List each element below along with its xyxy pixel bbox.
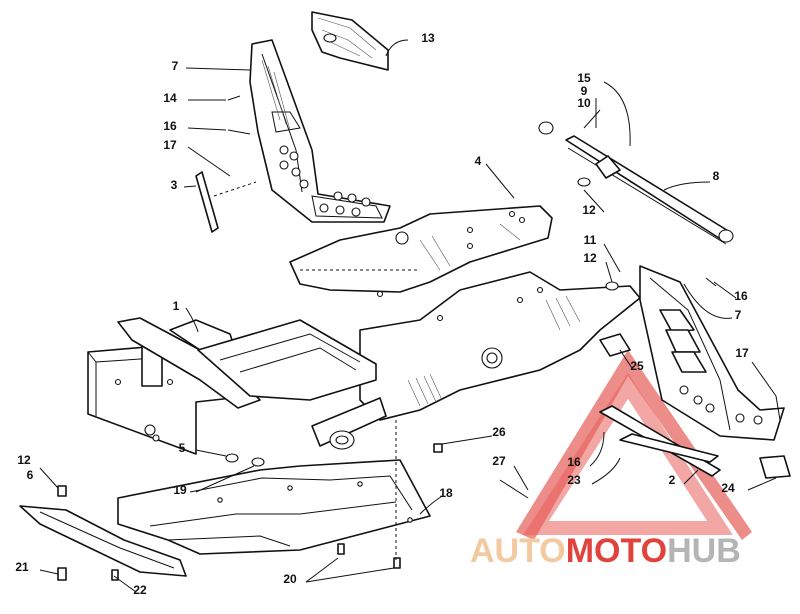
callout-26: 26	[492, 425, 506, 439]
part-25-clip	[599, 333, 631, 357]
callout-7: 7	[172, 59, 179, 73]
leader-lines	[39, 39, 777, 593]
callout-3: 3	[171, 178, 178, 192]
svg-text:AUTOMOTOHUB: AUTOMOTOHUB	[470, 532, 741, 570]
watermark-word-hub: HUB	[667, 532, 741, 570]
callout-23: 23	[567, 473, 581, 487]
callout-1: 1	[173, 299, 180, 313]
callout-17: 17	[735, 346, 749, 360]
callout-27: 27	[492, 454, 506, 468]
callout-25: 25	[630, 359, 644, 373]
callout-16: 16	[734, 289, 748, 303]
watermark-word-auto: AUTO	[470, 532, 566, 570]
belly-pan	[117, 459, 431, 555]
part-3-rod	[195, 171, 219, 233]
callout-8: 8	[713, 169, 720, 183]
callout-4: 4	[475, 154, 482, 168]
right-plate	[639, 265, 785, 441]
callout-11: 11	[584, 233, 597, 247]
left-upper-plate	[249, 39, 391, 223]
callout-14: 14	[163, 91, 177, 105]
watermark-word-moto: MOTO	[566, 532, 667, 570]
watermark-text: AUTOMOTOHUB	[470, 532, 741, 570]
callout-7: 7	[735, 308, 742, 322]
callout-6: 6	[27, 468, 34, 482]
callout-24: 24	[721, 481, 735, 495]
hardware	[57, 95, 781, 581]
callout-9: 9	[581, 84, 588, 98]
part-24-bracket	[759, 455, 791, 479]
callout-16: 16	[567, 455, 581, 469]
callout-20: 20	[283, 572, 297, 586]
callout-13: 13	[421, 31, 435, 45]
callout-12: 12	[17, 453, 31, 467]
front-skid	[19, 505, 187, 577]
callout-5: 5	[179, 441, 186, 455]
callout-18: 18	[439, 486, 453, 500]
crossbar	[538, 121, 734, 245]
watermark-logo	[516, 350, 752, 540]
main-frame	[87, 205, 641, 455]
callout-21: 21	[15, 560, 29, 574]
part-2-strap	[619, 433, 719, 463]
dash-bracket	[311, 11, 389, 71]
callout-15: 15	[577, 71, 591, 85]
watermark-triangle	[516, 350, 752, 540]
callout-17: 17	[163, 138, 177, 152]
callout-labels: 1371416173415910812111216711725265162712…	[15, 31, 749, 597]
callout-12: 12	[583, 251, 597, 265]
callout-2: 2	[669, 473, 676, 487]
callout-12: 12	[582, 203, 596, 217]
callout-19: 19	[173, 483, 187, 497]
callout-10: 10	[577, 96, 591, 110]
callout-22: 22	[133, 583, 147, 597]
callout-16: 16	[163, 119, 177, 133]
